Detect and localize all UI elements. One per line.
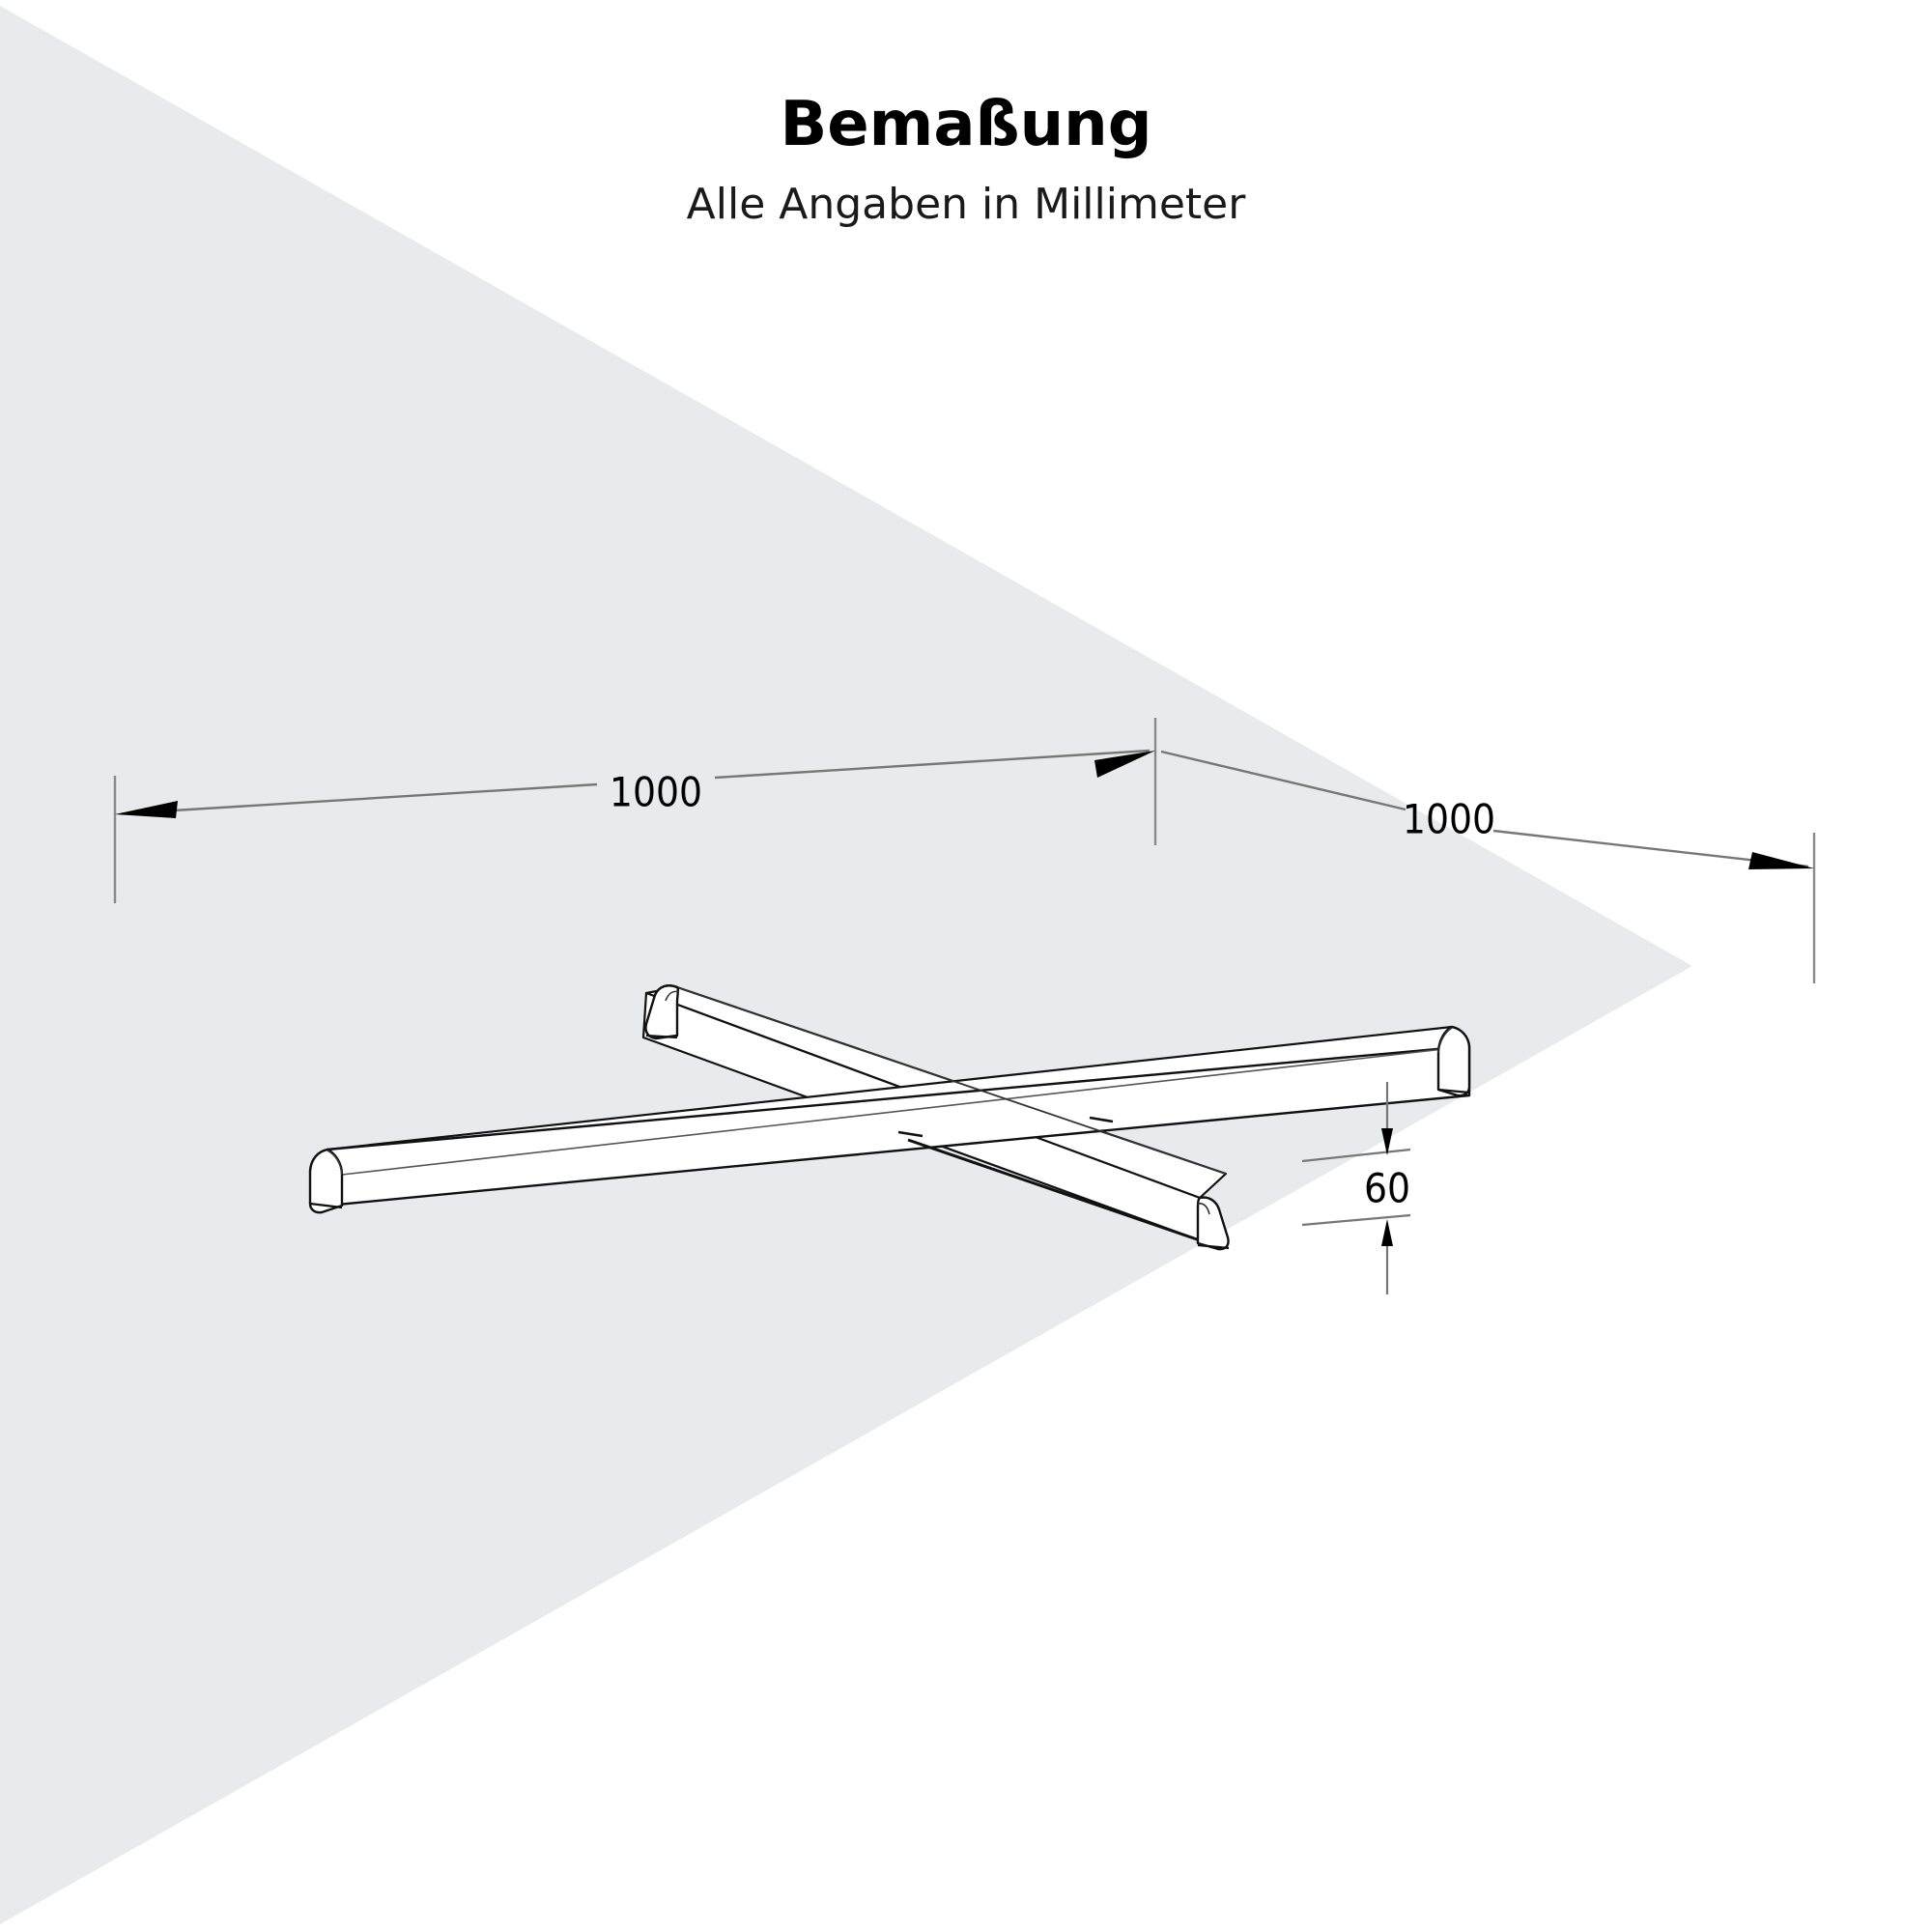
front-left-foot-edge bbox=[309, 1202, 343, 1209]
ground-shadow-polygon bbox=[0, 6, 1692, 1924]
arrow-head-left bbox=[115, 801, 178, 818]
front-left-inner-curve bbox=[327, 1150, 343, 1176]
dimension-line-left-seg bbox=[126, 782, 598, 815]
front-beam-crease bbox=[341, 1045, 1470, 1176]
intersection-notch-front bbox=[897, 1130, 923, 1138]
end-cap-rear-top bbox=[644, 984, 680, 1040]
dimension-label-height: 60 bbox=[1364, 1165, 1410, 1212]
intersection-notch-rear bbox=[1089, 1116, 1114, 1123]
dimension-height-profile: 60 bbox=[1301, 1082, 1411, 1294]
dimension-label-length-front: 1000 bbox=[610, 769, 702, 816]
rear-top-foot-edge bbox=[645, 1034, 678, 1039]
dimension-length-depth: 1000 bbox=[1160, 750, 1816, 983]
dimension-line-depth-left-seg bbox=[1160, 750, 1406, 811]
cross-beam-assembly bbox=[308, 984, 1471, 1251]
rear-top-hem-curve bbox=[653, 984, 678, 996]
dimension-label-length-depth: 1000 bbox=[1403, 796, 1495, 843]
arrow-head-depth-right bbox=[1748, 852, 1814, 869]
rear-bottom-inner-curve bbox=[1197, 1203, 1210, 1215]
height-witness-top bbox=[1301, 1148, 1411, 1163]
front-right-foot-edge bbox=[1437, 1088, 1470, 1094]
rear-top-inner-curve bbox=[665, 990, 680, 1002]
end-cap-front-right bbox=[1436, 1025, 1471, 1097]
rear-bottom-hem-curve bbox=[1199, 1196, 1221, 1210]
rear-beam-bottom-edge bbox=[907, 1138, 1201, 1242]
end-cap-rear-bottom bbox=[1196, 1196, 1230, 1251]
dimension-line-right-seg bbox=[714, 749, 1151, 780]
front-right-inner-curve bbox=[1437, 1027, 1453, 1054]
end-cap-front-left bbox=[308, 1148, 344, 1214]
height-arrow-bottom bbox=[1381, 1219, 1393, 1246]
arrow-head-mid bbox=[1094, 751, 1155, 778]
front-right-hem-curve bbox=[1451, 1025, 1471, 1047]
cross-edge-top bbox=[676, 986, 1227, 1175]
dimension-length-front: 1000 bbox=[113, 718, 1157, 903]
height-arrow-top bbox=[1381, 1128, 1393, 1155]
height-witness-bottom bbox=[1301, 1213, 1411, 1227]
front-left-hem-curve bbox=[308, 1148, 328, 1172]
rear-bottom-foot-edge bbox=[1197, 1243, 1230, 1250]
